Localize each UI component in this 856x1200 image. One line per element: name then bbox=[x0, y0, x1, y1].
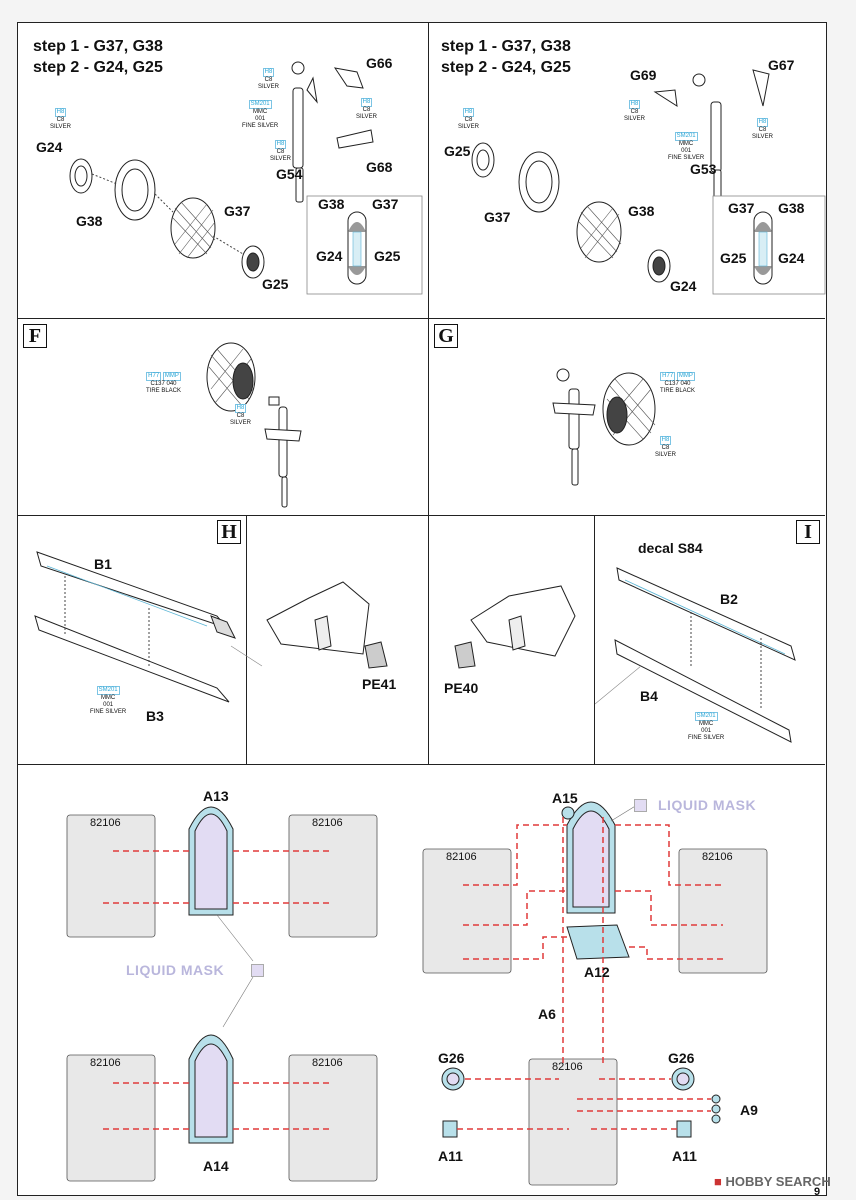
part-B1: B1 bbox=[94, 556, 112, 572]
part-G26: G26 bbox=[438, 1050, 465, 1066]
part-G69: G69 bbox=[630, 67, 657, 83]
pe-number: 82106 bbox=[702, 851, 733, 863]
gear-F-drawing bbox=[206, 342, 302, 508]
part-A15: A15 bbox=[552, 790, 578, 806]
watermark-logo-icon: ■ bbox=[714, 1174, 722, 1189]
step-letter-F: F bbox=[23, 324, 47, 348]
paint-callout: H8 C8 SILVER bbox=[50, 108, 71, 130]
pe-number: 82106 bbox=[90, 1057, 121, 1069]
divider-h-inner bbox=[246, 515, 247, 764]
part-A14: A14 bbox=[203, 1158, 229, 1174]
part-G38: G38 bbox=[76, 213, 103, 229]
inset-G38: G38 bbox=[778, 200, 805, 216]
main-gear-right-drawing bbox=[471, 69, 826, 295]
part-G53: G53 bbox=[690, 161, 717, 177]
part-G26: G26 bbox=[668, 1050, 695, 1066]
step-line-1: step 1 - G37, G38 bbox=[33, 38, 163, 55]
paint-callout: H8 C8 SILVER bbox=[356, 98, 377, 120]
part-G66: G66 bbox=[366, 55, 393, 71]
part-G54: G54 bbox=[276, 166, 303, 182]
pe-number: 82106 bbox=[312, 817, 343, 829]
watermark: ■ HOBBY SEARCH bbox=[714, 1174, 831, 1189]
liquid-mask-swatch bbox=[251, 964, 264, 977]
paint-callout: H8 C8 SILVER bbox=[752, 118, 773, 140]
liquid-mask-note: LIQUID MASK bbox=[126, 962, 225, 978]
inset-G37: G37 bbox=[372, 196, 399, 212]
pe-number: 82106 bbox=[312, 1057, 343, 1069]
step-letter-H: H bbox=[217, 520, 241, 544]
part-G38: G38 bbox=[628, 203, 655, 219]
part-G37: G37 bbox=[484, 209, 511, 225]
step-text-left: step 1 - G37, G38 step 2 - G24, G25 bbox=[33, 36, 163, 78]
part-G67: G67 bbox=[768, 57, 795, 73]
part-A11: A11 bbox=[438, 1148, 463, 1164]
gear-G-drawing bbox=[552, 368, 656, 486]
paint-callout: SM201 MMC 001 FINE SILVER bbox=[668, 132, 705, 161]
part-A6: A6 bbox=[538, 1006, 556, 1022]
part-B2: B2 bbox=[720, 591, 738, 607]
canopy-mask-drawing bbox=[66, 801, 768, 1186]
inset-G24: G24 bbox=[778, 250, 805, 266]
paint-callout: SM201 MMC 001 FINE SILVER bbox=[688, 712, 725, 741]
divider-h3 bbox=[17, 764, 825, 765]
part-A11: A11 bbox=[672, 1148, 697, 1164]
part-B4: B4 bbox=[640, 688, 658, 704]
part-G25: G25 bbox=[444, 143, 471, 159]
pe-number: 82106 bbox=[446, 851, 477, 863]
step-text-right: step 1 - G37, G38 step 2 - G24, G25 bbox=[441, 36, 571, 78]
step-line-2: step 2 - G24, G25 bbox=[33, 59, 163, 76]
paint-callout: H8 C8 SILVER bbox=[458, 108, 479, 130]
inset-G38: G38 bbox=[318, 196, 345, 212]
part-G24: G24 bbox=[36, 139, 63, 155]
main-gear-left-drawing bbox=[69, 61, 423, 295]
liquid-mask-swatch bbox=[634, 799, 647, 812]
part-PE41: PE41 bbox=[362, 676, 397, 692]
part-B3: B3 bbox=[146, 708, 164, 724]
paint-callout: H8 C8 SILVER bbox=[258, 68, 279, 90]
part-G24: G24 bbox=[670, 278, 697, 294]
inset-G24: G24 bbox=[316, 248, 343, 264]
pe-number: 82106 bbox=[90, 817, 121, 829]
divider-h1 bbox=[17, 318, 825, 319]
paint-callout: H8 C8 SILVER bbox=[270, 140, 291, 162]
part-A12: A12 bbox=[584, 964, 610, 980]
part-G68: G68 bbox=[366, 159, 393, 175]
flap-I-drawing bbox=[594, 567, 796, 743]
paint-callout: H8 C8 SILVER bbox=[230, 404, 251, 426]
page-number: 9 bbox=[814, 1186, 821, 1198]
paint-callout: H77 MMP C137 040 TIRE BLACK bbox=[146, 372, 182, 394]
part-G37: G37 bbox=[224, 203, 251, 219]
step-letter-I: I bbox=[796, 520, 820, 544]
flap-H-drawing bbox=[34, 551, 388, 703]
paint-callout: H8 C8 SILVER bbox=[624, 100, 645, 122]
divider-i-inner bbox=[594, 515, 595, 764]
paint-callout: SM201 MMC 001 FINE SILVER bbox=[242, 100, 279, 129]
paint-callout: H8 C8 SILVER bbox=[655, 436, 676, 458]
part-A9: A9 bbox=[740, 1102, 758, 1118]
part-G25: G25 bbox=[262, 276, 289, 292]
inset-G25: G25 bbox=[374, 248, 401, 264]
part-A13: A13 bbox=[203, 788, 229, 804]
inset-G25: G25 bbox=[720, 250, 747, 266]
step-line-2: step 2 - G24, G25 bbox=[441, 59, 571, 76]
divider-v1 bbox=[428, 22, 429, 764]
flap-H-detail-drawing bbox=[454, 585, 576, 669]
step-line-1: step 1 - G37, G38 bbox=[441, 38, 571, 55]
paint-callout: H77 MMP C137 040 TIRE BLACK bbox=[660, 372, 696, 394]
decal-S84: decal S84 bbox=[638, 540, 703, 556]
paint-callout: SM201 MMC 001 FINE SILVER bbox=[90, 686, 127, 715]
inset-G37: G37 bbox=[728, 200, 755, 216]
divider-h2 bbox=[17, 515, 825, 516]
step-letter-G: G bbox=[434, 324, 458, 348]
part-PE40: PE40 bbox=[444, 680, 479, 696]
pe-number: 82106 bbox=[552, 1061, 583, 1073]
liquid-mask-note: LIQUID MASK bbox=[658, 797, 757, 813]
